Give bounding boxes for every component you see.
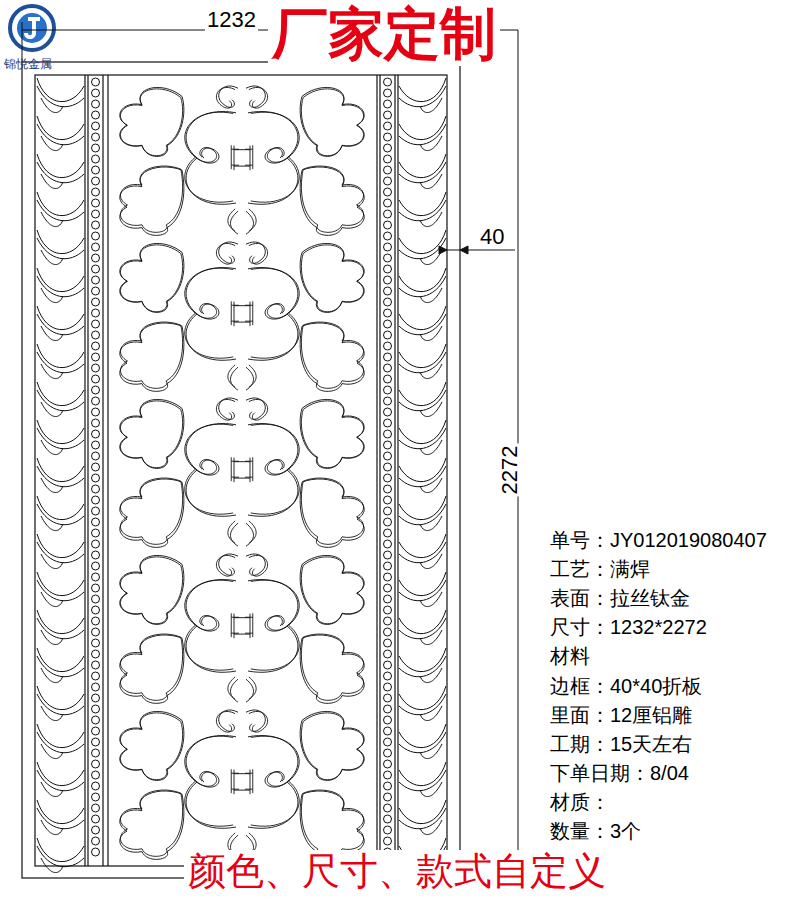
spec-line: 数量：3个 <box>550 820 641 843</box>
dimension-label: 40 <box>480 224 504 249</box>
bead-column <box>92 78 392 856</box>
spec-line: 单号：JY012019080407 <box>550 529 767 552</box>
panel-frame <box>22 62 460 878</box>
spec-line: 工艺：满焊 <box>550 558 650 581</box>
spec-line: 材料 <box>550 645 590 668</box>
caption: 颜色、尺寸、款式自定义 <box>184 850 610 894</box>
dimension-line <box>22 22 525 878</box>
spec-line: 边框：40*40折板 <box>550 675 702 698</box>
ornament <box>120 86 364 859</box>
spec-line: 材质： <box>550 791 610 814</box>
spec-line: 下单日期：8/04 <box>550 762 689 785</box>
spec-line: 表面：拉丝钛金 <box>550 587 690 610</box>
dimension-label: 2272 <box>497 444 522 497</box>
logo <box>10 6 54 50</box>
dimension-label: 1232 <box>205 7 258 32</box>
spec-line: 尺寸：1232*2272 <box>550 616 707 639</box>
scale-column <box>37 78 446 873</box>
logo-text: 锦悦金属 <box>4 58 52 72</box>
spec-line: 里面：12厘铝雕 <box>550 704 692 727</box>
title: 厂家定制 <box>268 2 500 66</box>
spec-line: 工期：15天左右 <box>550 733 692 756</box>
